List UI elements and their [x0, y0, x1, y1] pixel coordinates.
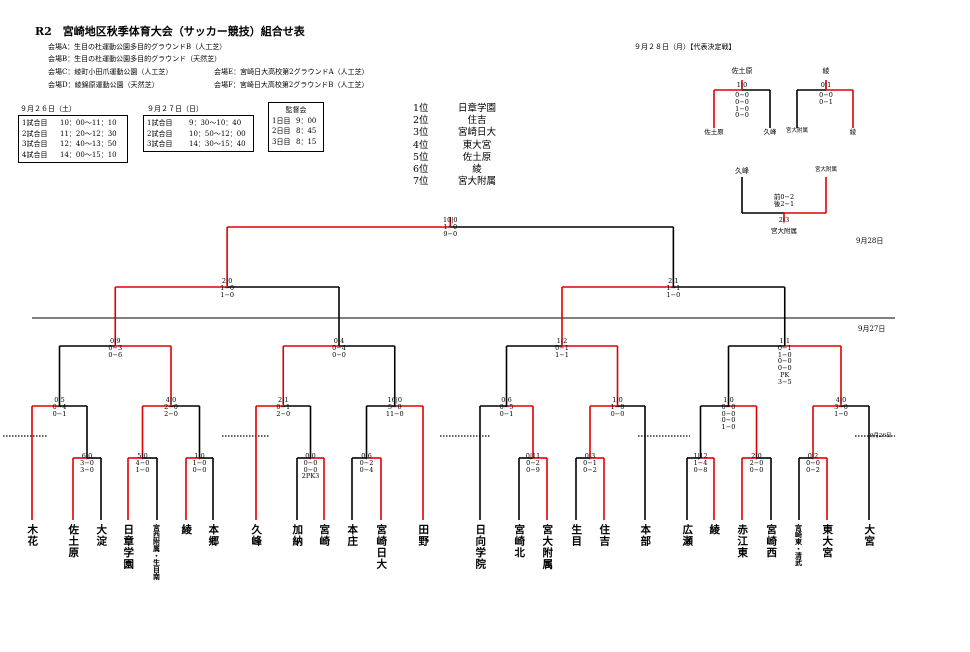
team-name: 綾	[180, 524, 193, 536]
date-28: 9月28日	[856, 237, 884, 245]
day2-heading: ９月２７日（日）	[147, 105, 203, 113]
venue-f: 会場F：宮崎日大高校第2グラウンドB（人工芝）	[214, 81, 369, 89]
side-right-bottom-left: 宮大附属	[785, 128, 809, 134]
rank-team: 綾	[472, 164, 482, 175]
team-name: 本庄	[346, 524, 359, 547]
side-third-left: 久峰	[735, 167, 749, 175]
venue-c: 会場C：綾町小田爪運動公園（人工芝）	[48, 68, 173, 76]
team-name: 住吉	[598, 524, 611, 547]
venue-e: 会場E：宮崎日大高校第2グラウンドA（人工芝）	[214, 68, 369, 76]
rank-position: 5位	[413, 151, 429, 163]
page-title: R2 宮崎地区秋季体育大会（サッカー競技）組合せ表	[35, 25, 305, 38]
side-third-right: 宮大附属	[814, 167, 838, 173]
team-name: 宮大附属	[541, 524, 554, 570]
day1-heading: ９月２６日（土）	[20, 105, 76, 113]
team-name: 大宮	[863, 524, 876, 547]
team-name: 田野	[417, 524, 430, 547]
rank-position: 6位	[413, 164, 429, 175]
team-name: 宮崎西	[765, 524, 778, 559]
rank-team: 日章学園	[457, 103, 496, 114]
rank-team: 宮大附属	[457, 176, 496, 188]
team-name: 木花	[26, 524, 39, 547]
rank-team: 佐土原	[462, 151, 492, 163]
rank-position: 2位	[413, 115, 429, 127]
side-right-bottom-right: 綾	[849, 128, 857, 136]
venue-b: 会場B：生目の杜運動公園多目的グラウンド（天然芝）	[48, 55, 222, 63]
date-26: 9月26日	[870, 433, 892, 439]
side-right-mid: 0|1	[820, 81, 832, 89]
venue-a: 会場A：生目の杜運動公園多目的グラウンドB（人工芝）	[48, 43, 227, 51]
team-name: 宮崎日大	[375, 524, 388, 570]
side-left-top: 佐土原	[731, 67, 753, 75]
rank-position: 4位	[413, 139, 429, 151]
rank-team: 住吉	[467, 115, 487, 127]
rank-team: 東大宮	[462, 139, 492, 151]
side-third-winner: 宮大附属	[771, 227, 797, 235]
team-name: 宮崎北	[513, 524, 526, 559]
team-name: 日向学院	[474, 524, 487, 570]
rank-position: 3位	[413, 127, 429, 139]
rank-team: 宮崎日大	[457, 127, 496, 139]
team-name: 佐土原	[67, 524, 80, 559]
team-name: 綾	[708, 524, 721, 536]
side-right-top: 綾	[822, 67, 830, 75]
side-left-bottom-left: 佐土原	[704, 128, 724, 136]
team-name: 東大宮	[821, 524, 834, 559]
side-left-mid: 1|0	[736, 81, 748, 89]
side-left-bottom-right: 久峰	[763, 128, 777, 136]
team-name: 宮崎東・清武	[794, 524, 804, 566]
team-name: 宮崎	[318, 524, 331, 547]
rank-position: 1位	[413, 103, 429, 114]
date-27: 9月27日	[858, 325, 886, 333]
team-name: 大淀	[95, 524, 108, 547]
final-heading: ９月２８日（月）【代表決定戦】	[634, 43, 736, 51]
rank-position: 7位	[413, 176, 429, 188]
team-name: 広瀬	[681, 524, 694, 547]
team-name: 久峰	[250, 524, 263, 547]
side-third-result: 2|3	[778, 216, 790, 224]
venue-d: 会場D：綾錦原運動公園（天然芝）	[48, 81, 159, 89]
team-name: 日章学園	[122, 524, 135, 570]
team-name: 宮西附属・生目南	[152, 524, 162, 580]
team-name: 加納	[291, 524, 304, 547]
team-name: 生目	[570, 524, 583, 547]
team-name: 赤江東	[736, 524, 749, 559]
team-name: 本部	[639, 524, 652, 547]
team-name: 本郷	[207, 524, 220, 547]
